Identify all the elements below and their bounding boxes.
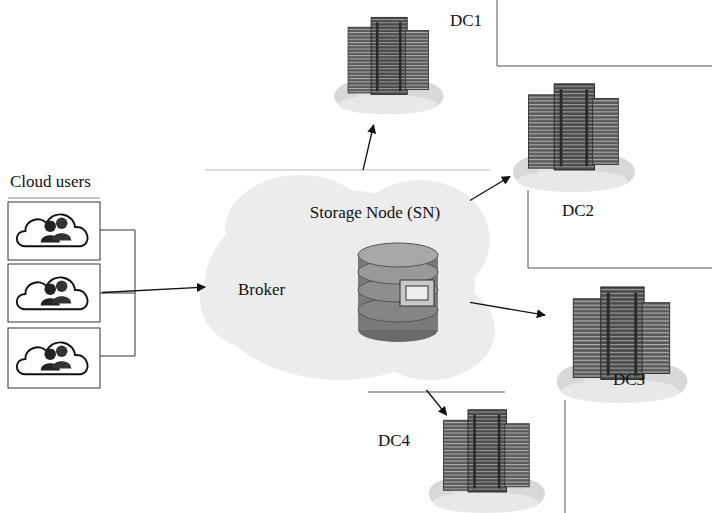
node-label: DC4	[378, 431, 410, 451]
data-center: DC1	[330, 5, 445, 125]
node-label: Broker	[238, 280, 285, 300]
node-label: DC1	[450, 11, 482, 31]
node-label: DC2	[562, 201, 594, 221]
node-label: DC3	[613, 370, 645, 390]
data-center: DC4	[420, 415, 550, 510]
arrow-connector	[470, 177, 510, 201]
data-center: DC2	[510, 85, 640, 190]
arrow-connector	[363, 125, 373, 170]
user-group: Cloud users	[8, 198, 102, 392]
node-label: Storage Node (SN)	[310, 203, 440, 223]
arrow-connector	[102, 287, 205, 292]
arrow-connector	[426, 390, 446, 415]
storage-node: Storage Node (SN)	[300, 203, 450, 348]
data-center: DC3	[545, 290, 690, 365]
node-label: Cloud users	[10, 172, 91, 192]
broker-cloud: Broker Storage Node (SN)	[205, 170, 470, 390]
arrow-connector	[470, 302, 545, 315]
